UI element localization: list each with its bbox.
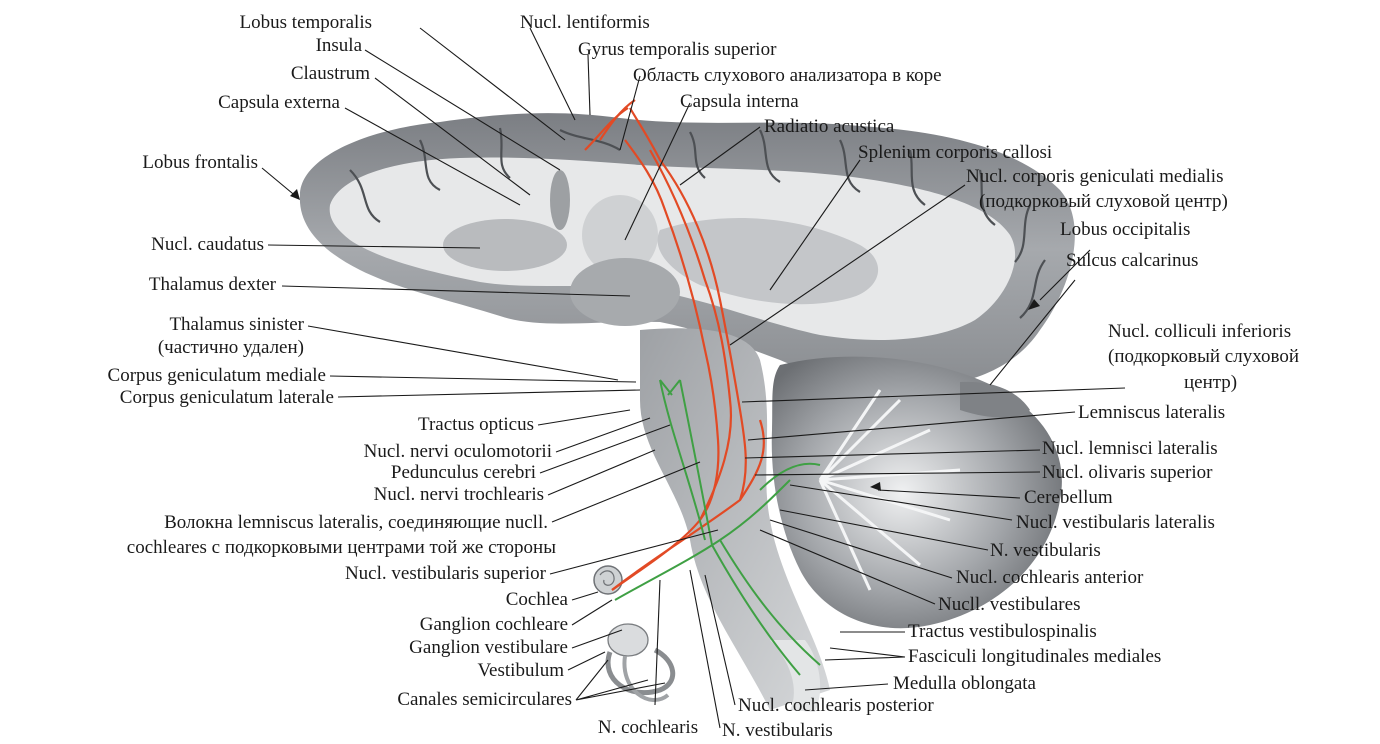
label-capsula-externa: Capsula externa [218, 92, 340, 113]
label-capsula-interna: Capsula interna [680, 91, 799, 112]
label-ganglion-vestibulare: Ganglion vestibulare [409, 637, 568, 658]
label-vestibulum: Vestibulum [477, 660, 564, 681]
label-nucl-colliculi-inferioris: Nucl. colliculi inferioris [1108, 321, 1291, 342]
label-colliculi-note-1: (подкорковый слуховой [1108, 346, 1299, 367]
label-nucl-nervi-trochlearis: Nucl. nervi trochlearis [374, 484, 544, 505]
label-cerebellum: Cerebellum [1024, 487, 1113, 508]
label-thalamus-sinister-note: (частично удален) [158, 337, 304, 358]
label-nucl-vestibularis-lateralis: Nucl. vestibularis lateralis [1016, 512, 1215, 533]
label-auditory-cortex-area: Область слухового анализатора в коре [633, 65, 942, 86]
label-medulla-oblongata: Medulla oblongata [893, 673, 1037, 694]
label-nucl-cochlearis-posterior: Nucl. cochlearis posterior [738, 695, 934, 716]
label-nucl-lemnisci-lateralis: Nucl. lemnisci lateralis [1042, 438, 1218, 459]
label-subcortical-auditory-center: (подкорковый слуховой центр) [979, 191, 1228, 212]
label-nucl-lentiformis: Nucl. lentiformis [520, 12, 650, 33]
label-nucl-corporis-geniculati-medialis: Nucl. corporis geniculati medialis [966, 166, 1223, 187]
label-corpus-geniculatum-mediale: Corpus geniculatum mediale [108, 365, 326, 386]
label-n-vestibularis-bottom: N. vestibularis [722, 720, 833, 741]
label-splenium: Splenium corporis callosi [858, 142, 1052, 163]
label-lobus-frontalis: Lobus frontalis [142, 152, 258, 173]
label-insula: Insula [316, 35, 363, 56]
label-nucl-caudatus: Nucl. caudatus [151, 234, 264, 255]
label-pedunculus-cerebri: Pedunculus cerebri [391, 462, 536, 483]
label-sulcus-calcarinus: Sulcus calcarinus [1066, 250, 1198, 271]
label-n-cochlearis: N. cochlearis [598, 717, 698, 738]
label-lemniscus-lateralis: Lemniscus lateralis [1078, 402, 1225, 423]
label-nucl-cochlearis-anterior: Nucl. cochlearis anterior [956, 567, 1144, 588]
label-canales-semicirculares: Canales semicirculares [397, 689, 572, 710]
label-tractus-opticus: Tractus opticus [418, 414, 534, 435]
label-lemniscus-fibers-cont: cochleares с подкорковыми центрами той ж… [127, 537, 556, 558]
label-ganglion-cochleare: Ganglion cochleare [420, 614, 568, 635]
label-nucl-nervi-oculomotorii: Nucl. nervi oculomotorii [364, 441, 552, 462]
label-lobus-occipitalis: Lobus occipitalis [1060, 219, 1190, 240]
label-tractus-vestibulospinalis: Tractus vestibulospinalis [908, 621, 1097, 642]
occipital-pole [960, 382, 1030, 418]
label-claustrum: Claustrum [291, 63, 370, 84]
label-fasciculi-longitudinales: Fasciculi longitudinales mediales [908, 646, 1161, 667]
label-nucl-vestibularis-superior: Nucl. vestibularis superior [345, 563, 547, 584]
inner-ear [594, 566, 673, 700]
label-gyrus-temporalis-superior: Gyrus temporalis superior [578, 39, 777, 60]
label-colliculi-note-2: центр) [1184, 372, 1237, 393]
label-n-vestibularis-right: N. vestibularis [990, 540, 1101, 561]
label-corpus-geniculatum-laterale: Corpus geniculatum laterale [120, 387, 334, 408]
label-lobus-temporalis: Lobus temporalis [240, 12, 372, 33]
label-lemniscus-fibers: Волокна lemniscus lateralis, соединяющие… [164, 512, 548, 533]
label-thalamus-dexter: Thalamus dexter [149, 274, 277, 295]
label-thalamus-sinister: Thalamus sinister [169, 314, 304, 335]
label-cochlea: Cochlea [506, 589, 569, 610]
label-radiatio-acustica: Radiatio acustica [764, 116, 895, 137]
label-nucl-olivaris-superior: Nucl. olivaris superior [1042, 462, 1213, 483]
label-nucll-vestibulares: Nucll. vestibulares [938, 594, 1080, 615]
